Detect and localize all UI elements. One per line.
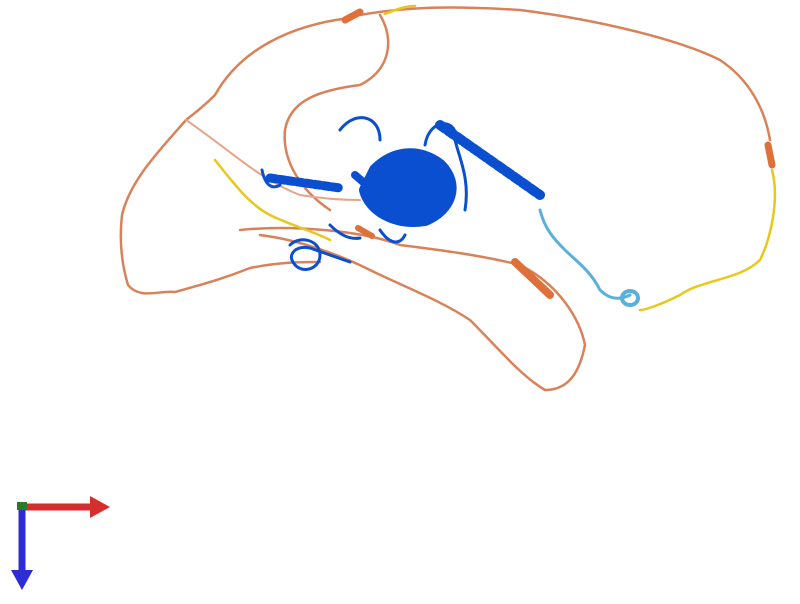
blue-core-domain <box>260 116 545 271</box>
loop-inner <box>283 13 390 212</box>
loop-top <box>358 6 772 142</box>
x-axis-arrowhead <box>90 496 110 518</box>
loop-mid <box>185 119 361 201</box>
z-axis-arrowhead <box>11 570 33 590</box>
loop-lower <box>238 226 587 392</box>
yellow-segment-top <box>383 4 417 16</box>
light-blue-helix <box>620 289 640 307</box>
yellow-segment-left <box>213 158 332 242</box>
loop-outer-left <box>119 16 352 295</box>
helix-orange-lower <box>511 258 554 299</box>
helix-orange-top <box>341 8 364 24</box>
y-axis-marker <box>17 502 27 510</box>
helix-orange-small <box>355 225 375 239</box>
helix-orange-right <box>764 141 776 169</box>
axis-indicator <box>11 496 110 590</box>
yellow-segment-right <box>638 168 777 312</box>
light-blue-linker <box>538 208 632 300</box>
